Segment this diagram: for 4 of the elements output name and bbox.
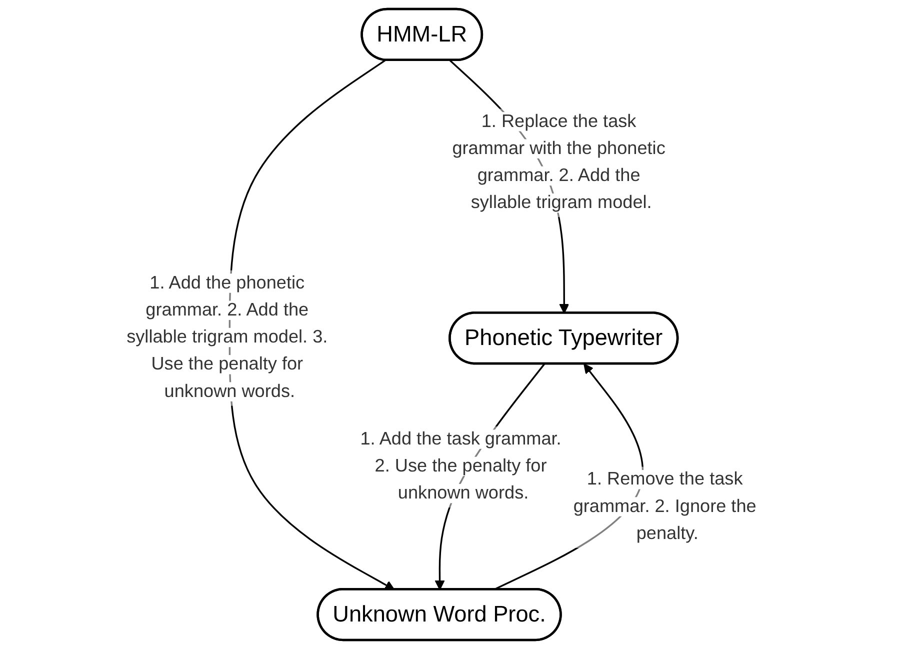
edge-label: 1. Remove the task grammar. 2. Ignore the penalty. <box>573 470 756 544</box>
edge-label: 1. Add the phonetic grammar. 2. Add the syllable trigram model. 3. Use the penalty for unknown words. <box>126 274 328 402</box>
edge-label: 1. Replace the task grammar with the phonetic grammar. 2. Add the syllable trigram model. <box>452 112 666 213</box>
edge-label: 1. Add the task grammar. 2. Use the penalty for unknown words. <box>360 430 562 504</box>
